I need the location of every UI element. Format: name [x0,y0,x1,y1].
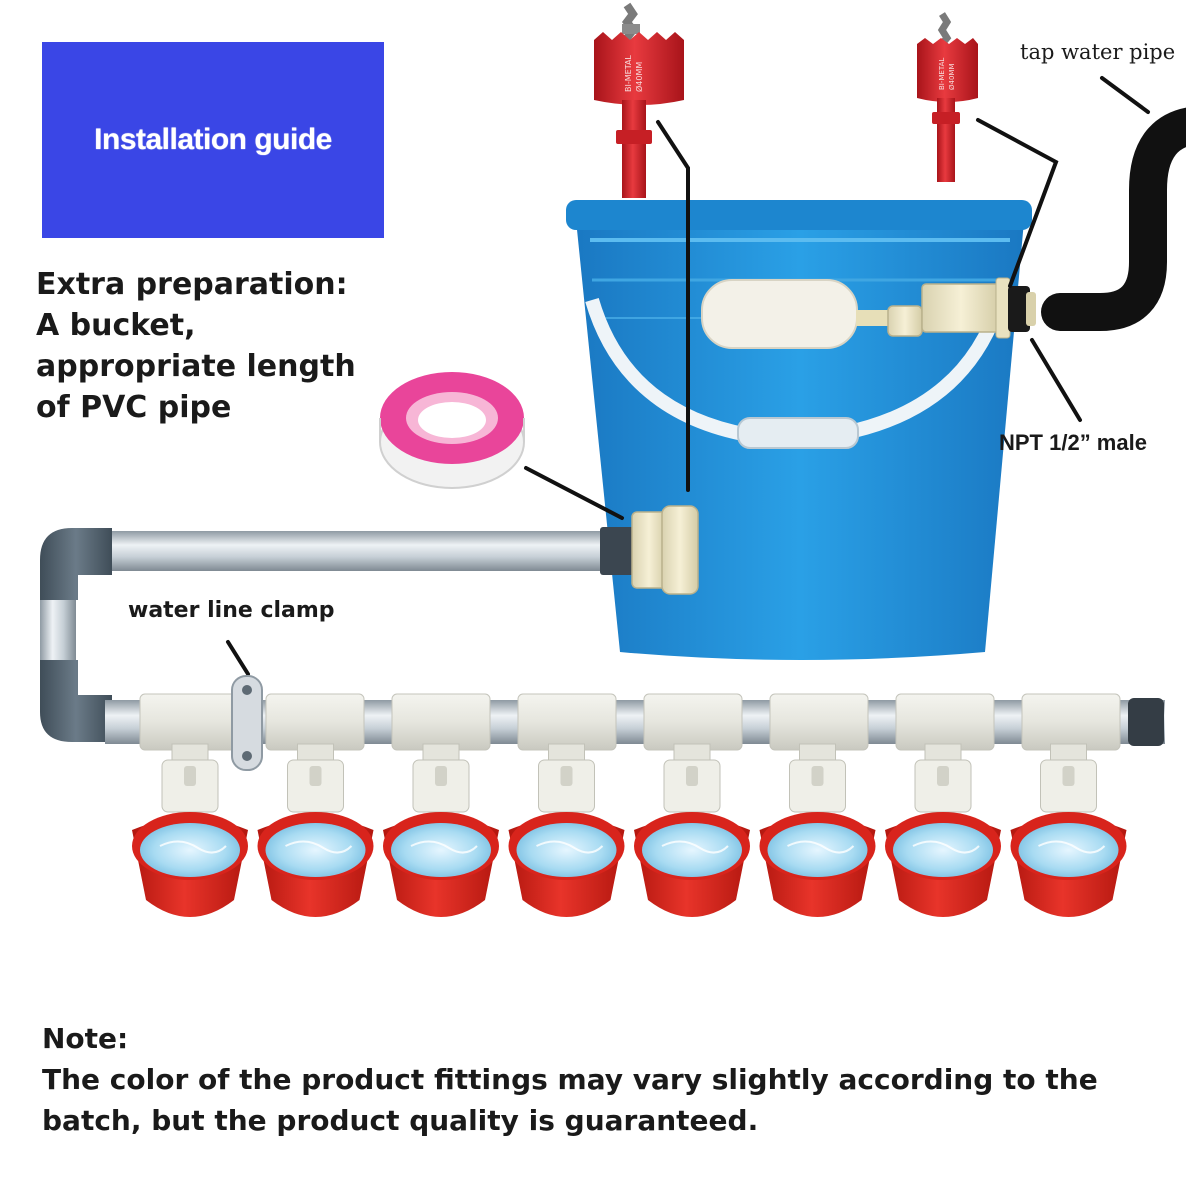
preparation-line: appropriate length [36,349,356,384]
drinker-cup [885,743,1001,917]
preparation-line: Extra preparation: [36,267,348,302]
banner-title: Installation guide [94,123,332,156]
hole-saw-large: BI-METAL Ø40MM [594,2,684,198]
preparation-line: A bucket, [36,308,196,343]
hole-saw-small-size: Ø40MM [948,64,956,91]
note-heading: Note: [42,1022,129,1055]
installation-guide-banner: Installation guide [42,42,384,238]
float-valve [701,277,1036,349]
bucket [566,200,1032,660]
npt-male-label: NPT 1/2” male [999,430,1147,455]
water-line-clamp-label: water line clamp [128,598,335,623]
note-block: Note: The color of the product fittings … [42,1018,1098,1141]
tee-fittings [139,693,1121,751]
hole-saw-small: BI-METAL Ø40MM [917,12,978,182]
tap-water-hose [1041,107,1186,331]
tap-water-pipe-label: tap water pipe [1020,40,1176,64]
note-line: batch, but the product quality is guaran… [42,1104,759,1137]
hole-saw-size: Ø40MM [634,62,644,92]
water-line-clamp [231,675,263,771]
drinker-cup [132,743,248,917]
drinker-cup [508,743,625,917]
drinker-cup [759,743,876,917]
thread-seal-tape [379,372,525,489]
drinker-cup [1010,743,1127,917]
hole-saw-small-engraving: BI-METAL [938,58,946,90]
extra-preparation-text: Extra preparation: A bucket, appropriate… [36,264,356,428]
drinker-cup [383,743,499,917]
drinker-cup [257,743,374,917]
leader-lines [226,76,1150,676]
hole-saw-engraving: BI-METAL [624,55,633,92]
drinker-cup [634,743,750,917]
preparation-line: of PVC pipe [36,390,232,425]
note-line: The color of the product fittings may va… [42,1063,1098,1096]
drinker-cups [132,743,1127,917]
